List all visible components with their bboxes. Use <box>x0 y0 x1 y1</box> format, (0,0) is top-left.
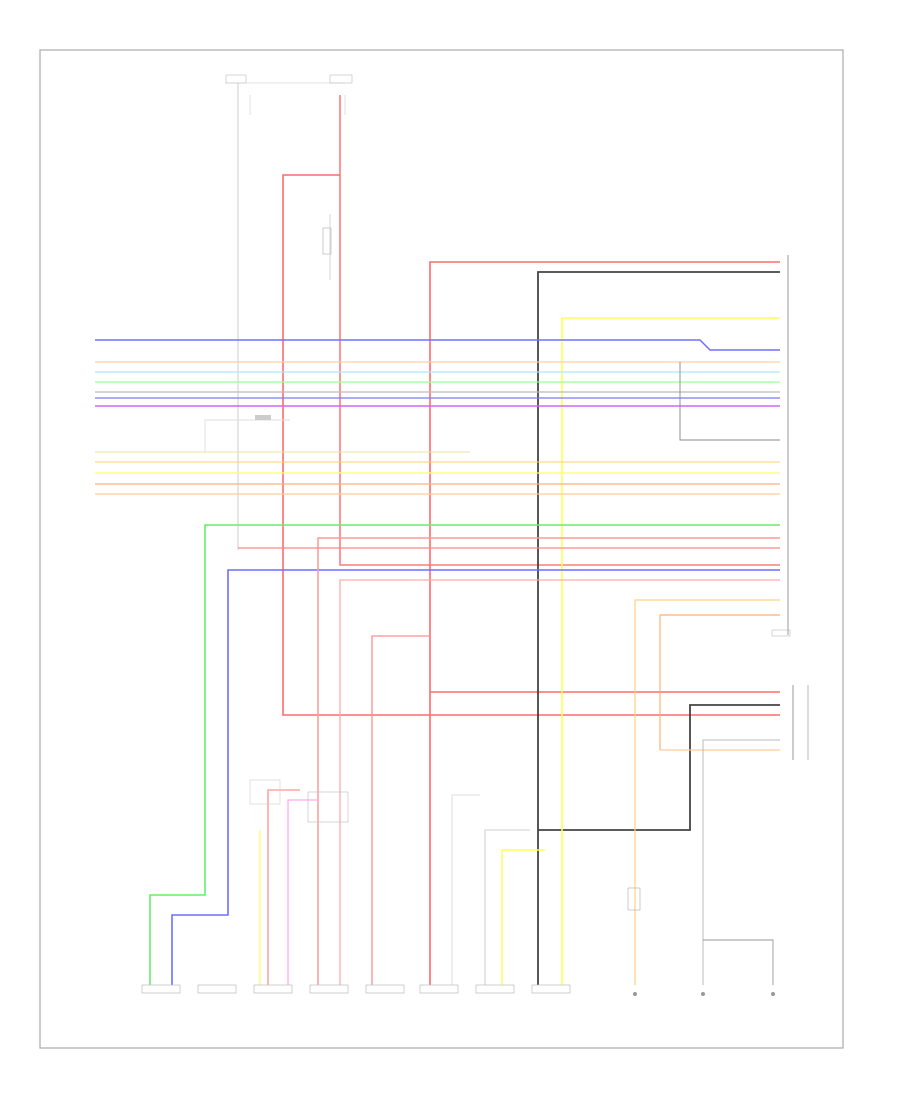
ground-terminals <box>627 887 775 996</box>
right-connector <box>771 255 809 760</box>
bus-lines-left-connector <box>95 339 780 495</box>
fuse-block-left <box>225 74 345 550</box>
speaker-connectors <box>141 984 571 994</box>
wire-red-main <box>282 95 780 985</box>
splice-box <box>249 779 349 823</box>
inline-diode-top <box>322 214 332 280</box>
wire-yellow <box>501 317 780 985</box>
diagram-frame <box>39 49 844 1049</box>
wire-lower-bundle <box>149 524 780 985</box>
fuse-block-right <box>329 74 353 115</box>
jumper-left <box>204 415 290 452</box>
wire-black <box>537 271 780 985</box>
